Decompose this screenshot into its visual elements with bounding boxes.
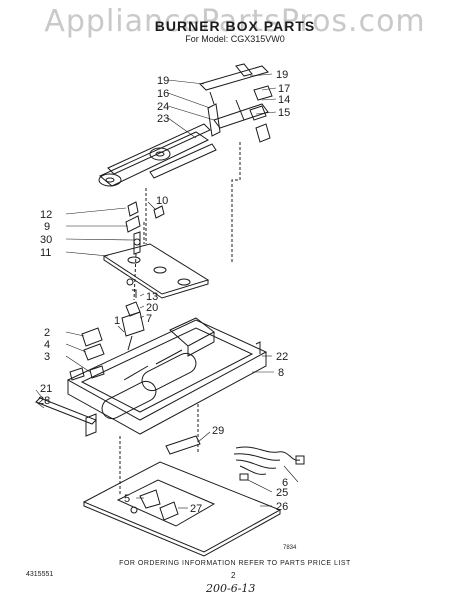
callout-8: 8: [278, 367, 284, 379]
cover-plate: [82, 461, 282, 557]
callout-20: 20: [146, 302, 158, 314]
callout-24: 24: [157, 101, 169, 113]
orifice-block: [165, 435, 201, 455]
callout-9: 9: [44, 221, 50, 233]
top-bracket-assembly: [199, 63, 273, 143]
callout-13: 13: [146, 291, 158, 303]
left-brackets: [69, 327, 105, 381]
callout-6: 6: [282, 477, 288, 489]
callout-2: 2: [44, 327, 50, 339]
callout-28: 28: [38, 395, 50, 407]
rod: [35, 397, 97, 437]
igniter-switch: [121, 301, 145, 351]
callout-7: 7: [146, 313, 152, 325]
callout-labels: 19 16 24 23 19 17 14 15 10 12 9 30 11 13…: [38, 69, 290, 515]
valve-parts: [125, 201, 165, 255]
drawing-code: 7834: [283, 545, 297, 551]
callout-27: 27: [190, 503, 202, 515]
callout-30: 30: [40, 234, 52, 246]
ordering-note: FOR ORDERING INFORMATION REFER TO PARTS …: [119, 560, 351, 567]
screw-22: [255, 341, 261, 354]
manifold-plate: [102, 243, 210, 299]
callout-21: 21: [40, 383, 52, 395]
callout-22: 22: [276, 351, 288, 363]
callout-19-b: 19: [276, 69, 288, 81]
callout-5: 5: [124, 493, 130, 505]
callout-1: 1: [114, 315, 120, 327]
wiring-harness: [233, 446, 305, 481]
callout-4: 4: [44, 339, 50, 351]
part-number: 4315551: [26, 571, 54, 578]
callout-3: 3: [44, 351, 50, 363]
callout-23: 23: [157, 113, 169, 125]
callout-17: 17: [278, 83, 290, 95]
callout-14: 14: [278, 94, 290, 106]
burner-box-pan: [66, 317, 268, 435]
callout-15: 15: [278, 107, 290, 119]
callout-16: 16: [157, 88, 169, 100]
callout-26: 26: [276, 501, 288, 513]
callout-19-a: 19: [157, 75, 169, 87]
callout-11: 11: [40, 247, 51, 259]
callout-29: 29: [212, 425, 224, 437]
diagram-title: BURNER BOX PARTS: [154, 18, 316, 34]
handwritten-note: 200-6-13: [206, 582, 256, 595]
burner-tubes: [98, 123, 217, 187]
callout-25: 25: [276, 487, 288, 499]
callout-12: 12: [40, 209, 52, 221]
page-number: 2: [231, 571, 236, 580]
watermark: AppliancePartsPros.com: [44, 4, 426, 39]
callout-10: 10: [156, 195, 168, 207]
screw-13: [132, 289, 137, 298]
model-subtitle: For Model: CGX315VW0: [185, 34, 285, 44]
